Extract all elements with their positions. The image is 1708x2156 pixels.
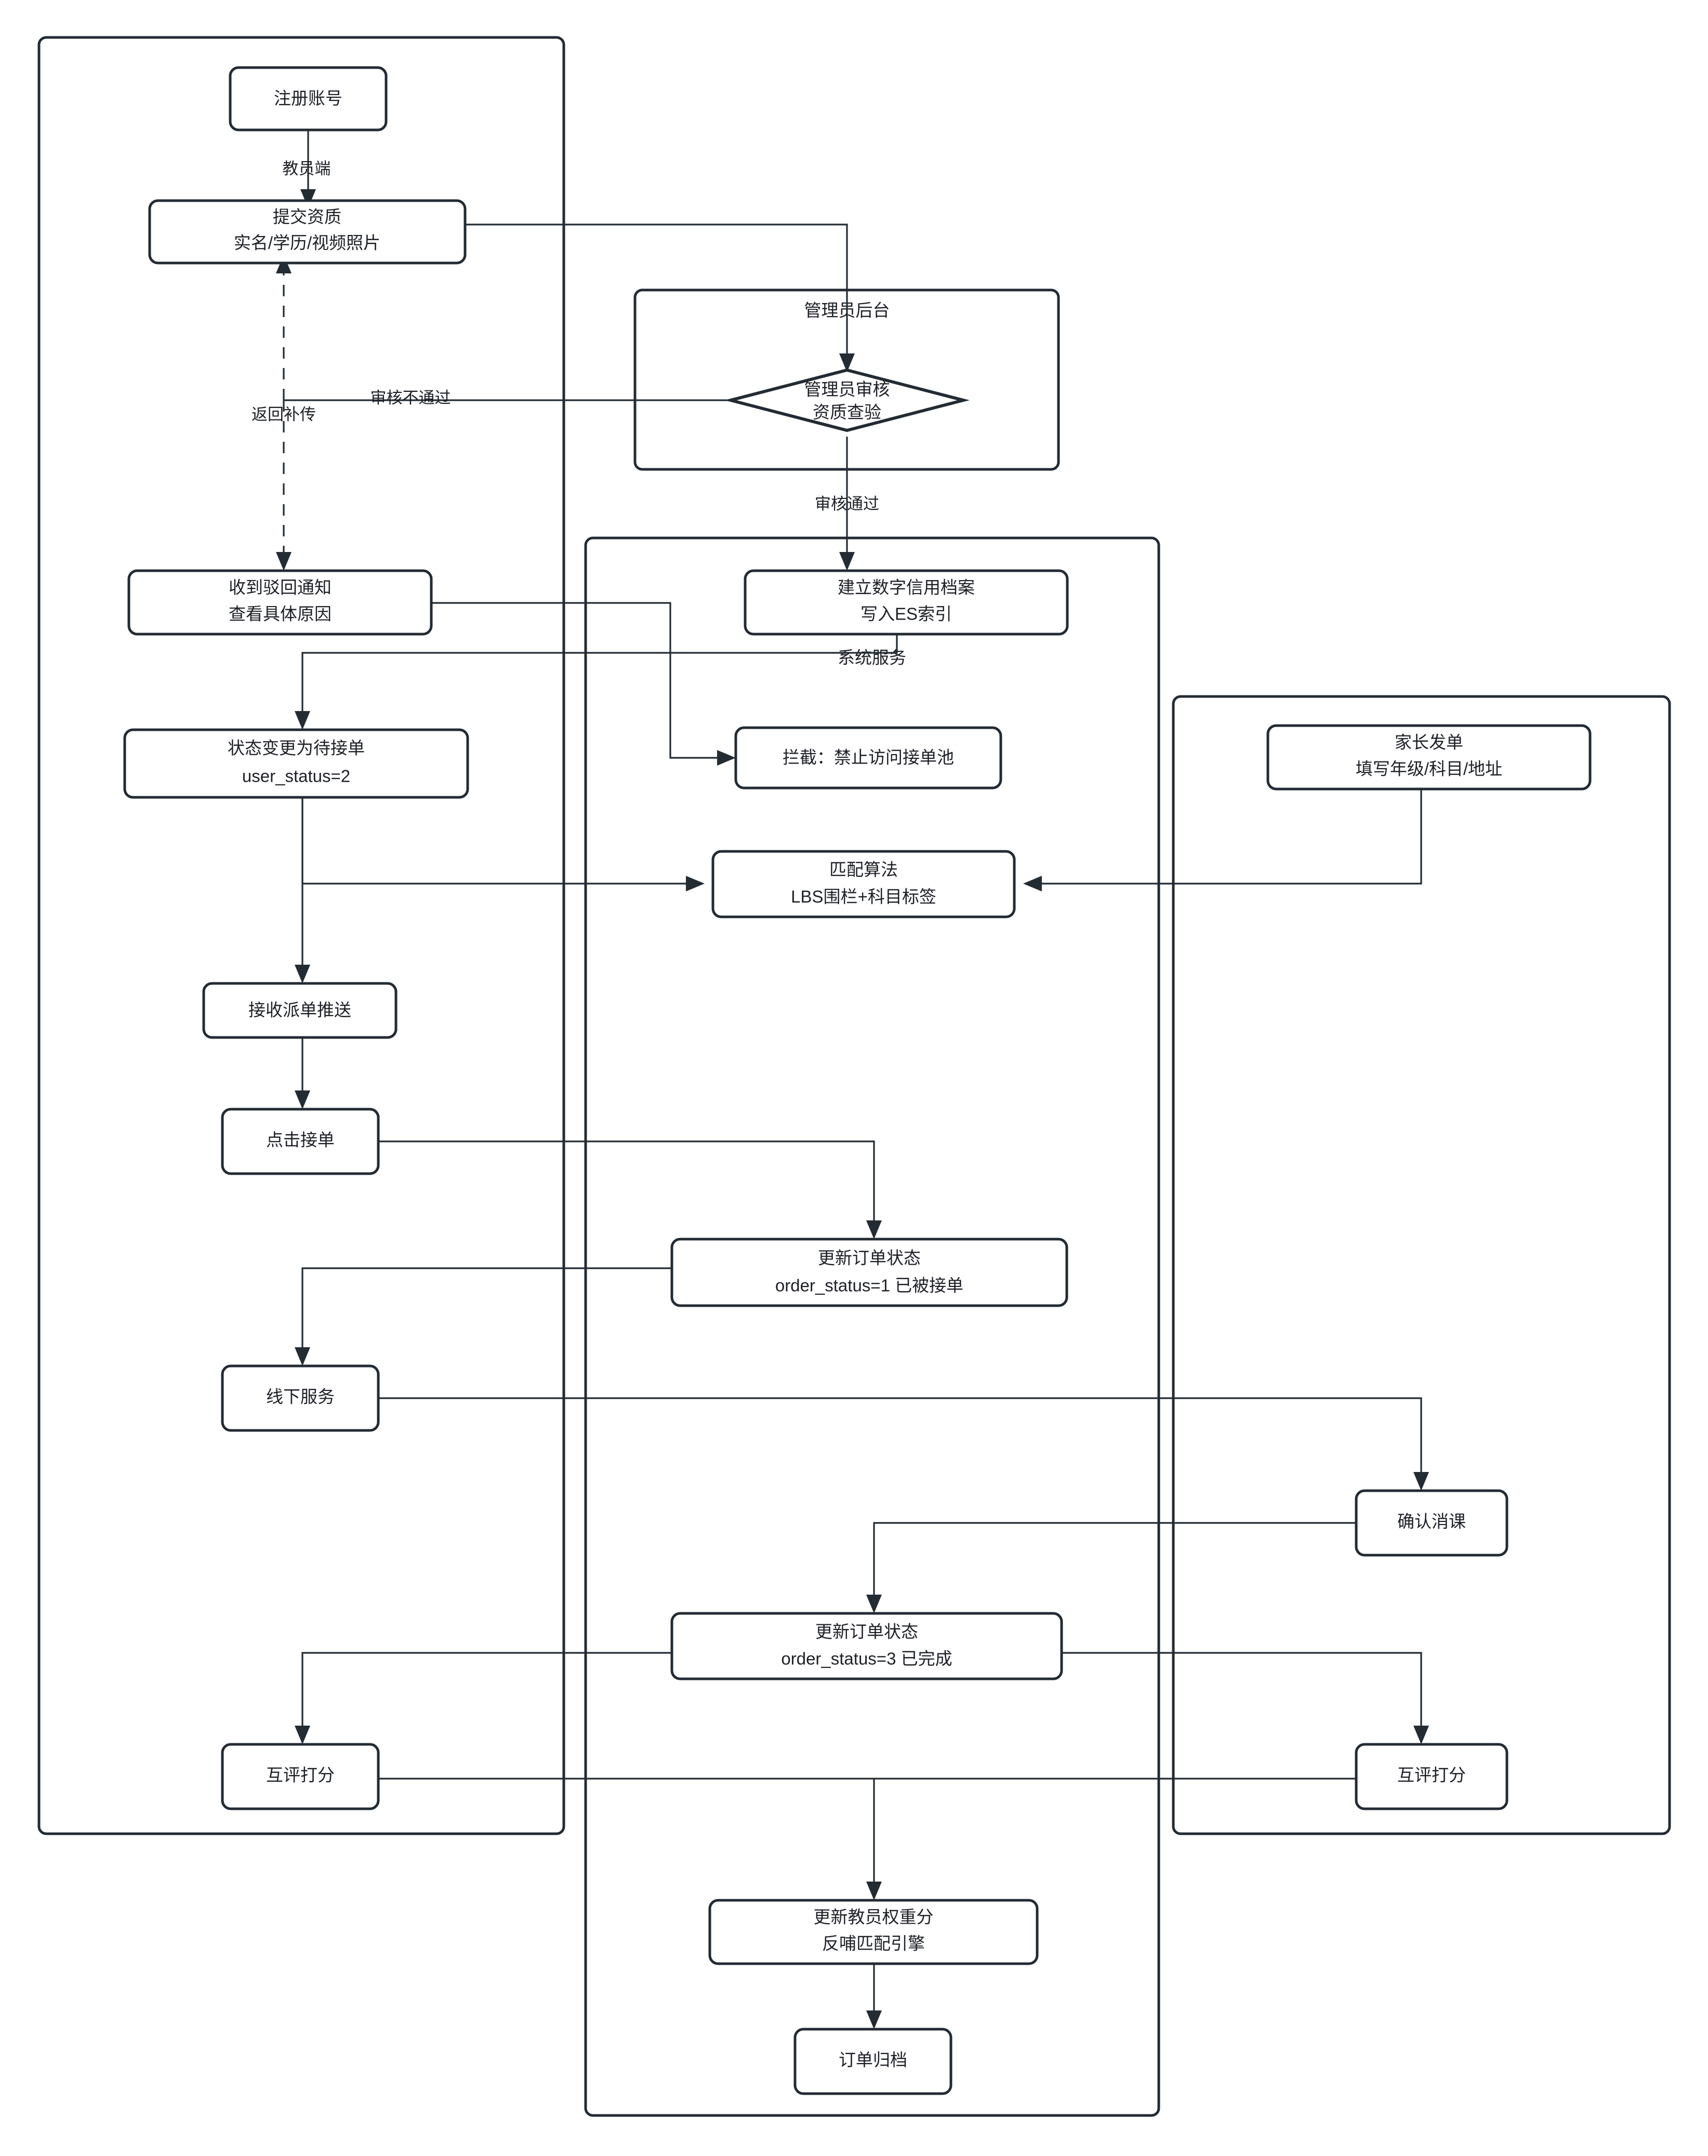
edge-reject-to-intercept — [431, 602, 736, 766]
edge-label-review-pass: 审核通过 — [815, 495, 879, 513]
node-intercept-label-0: 拦截：禁止访问接单池 — [783, 748, 954, 767]
node-click-accept[interactable]: 点击接单 — [221, 1108, 380, 1175]
node-status-pending-label-1: user_status=2 — [242, 767, 350, 786]
edge-accept-to-order1 — [378, 1140, 882, 1239]
node-parent-order[interactable]: 家长发单 填写年级/科目/地址 — [1266, 724, 1592, 791]
node-intercept-box[interactable] — [734, 726, 1002, 790]
group-teacher-border — [37, 36, 565, 1835]
edge-status-to-match — [301, 798, 705, 891]
node-update-weight-label-1: 反哺匹配引擎 — [822, 1934, 925, 1953]
node-click-accept-box[interactable] — [221, 1108, 380, 1175]
node-status-pending-label-0: 状态变更为待接单 — [228, 739, 365, 758]
node-credit-archive-label-1: 写入ES索引 — [860, 604, 952, 624]
node-reject-notice-box[interactable] — [127, 569, 433, 636]
node-register-box[interactable] — [229, 66, 388, 132]
node-order-status-1-label-1: order_status=1 已被接单 — [775, 1276, 963, 1295]
node-confirm-class-box[interactable] — [1355, 1489, 1508, 1557]
node-credit-archive-box[interactable] — [744, 569, 1069, 636]
node-match-algorithm-label-1: LBS围栏+科目标签 — [791, 887, 936, 906]
edge-submit-to-review — [465, 224, 855, 372]
group-system-label: 系统服务 — [838, 648, 906, 667]
node-match-algorithm-label-0: 匹配算法 — [829, 860, 898, 879]
edge-order3-to-rate-teacher — [295, 1652, 672, 1744]
edge-parentorder-to-match — [1023, 789, 1422, 891]
group-teacher — [37, 36, 565, 1835]
node-admin-review-label-1: 资质查验 — [813, 403, 881, 422]
node-update-weight[interactable]: 更新教员权重分 反哺匹配引擎 — [708, 1899, 1039, 1965]
node-credit-archive-label-0: 建立数字信用档案 — [838, 578, 975, 597]
node-rate-parent[interactable]: 互评打分 — [1355, 1743, 1508, 1810]
node-order-status-1[interactable]: 更新订单状态 order_status=1 已被接单 — [670, 1238, 1068, 1307]
node-order-status-3-label-1: order_status=3 已完成 — [781, 1649, 952, 1668]
node-rate-teacher[interactable]: 互评打分 — [221, 1743, 380, 1810]
node-submit-qualification-label-1: 实名/学历/视频照片 — [234, 233, 380, 253]
group-parent-border — [1172, 695, 1671, 1835]
node-match-algorithm[interactable]: 匹配算法 LBS围栏+科目标签 — [711, 850, 1016, 918]
node-confirm-class[interactable]: 确认消课 — [1355, 1489, 1508, 1557]
node-order-archive-label-0: 订单归档 — [839, 2050, 907, 2070]
node-rate-parent-box[interactable] — [1355, 1743, 1508, 1810]
node-admin-review-label-0: 管理员审核 — [804, 380, 890, 399]
node-confirm-class-label-0: 确认消课 — [1397, 1512, 1466, 1531]
node-receive-push-label-0: 接收派单推送 — [248, 1001, 351, 1020]
node-offline-service-box[interactable] — [221, 1364, 380, 1432]
node-rate-teacher-label-0: 互评打分 — [266, 1766, 335, 1785]
node-register-label-0: 注册账号 — [274, 89, 342, 108]
edge-push-to-accept — [295, 1037, 310, 1109]
node-reject-notice-label-1: 查看具体原因 — [229, 604, 332, 624]
edge-archive-to-status — [295, 624, 898, 730]
node-submit-qualification[interactable]: 提交资质 实名/学历/视频照片 — [148, 199, 467, 265]
node-register[interactable]: 注册账号 — [229, 66, 388, 132]
node-match-algorithm-box[interactable] — [711, 850, 1016, 918]
node-order-status-1-label-0: 更新订单状态 — [818, 1248, 921, 1268]
node-offline-service[interactable]: 线下服务 — [221, 1364, 380, 1432]
edge-review-fail-return: 审核不通过 返回补传 — [251, 255, 730, 424]
group-system-border — [584, 536, 1160, 2117]
node-parent-order-box[interactable] — [1266, 724, 1592, 791]
node-status-pending[interactable]: 状态变更为待接单 user_status=2 — [123, 728, 469, 799]
node-parent-order-label-1: 填写年级/科目/地址 — [1356, 759, 1502, 779]
edge-label-teacher-client: 教员端 — [283, 160, 331, 178]
edge-order1-to-offline — [295, 1267, 672, 1366]
node-submit-qualification-label-0: 提交资质 — [273, 207, 341, 227]
edge-label-review-fail: 审核不通过 — [370, 389, 451, 407]
node-admin-review[interactable]: 管理员审核 资质查验 — [724, 368, 970, 432]
node-parent-order-label-0: 家长发单 — [1395, 733, 1463, 752]
edge-register-to-submit: 教员端 — [283, 130, 331, 208]
edge-confirm-to-order3 — [866, 1522, 1356, 1613]
edge-weight-to-archive — [866, 1954, 882, 2029]
node-order-archive-box[interactable] — [793, 2028, 952, 2095]
node-update-weight-box[interactable] — [708, 1899, 1039, 1965]
node-rate-teacher-box[interactable] — [221, 1743, 380, 1810]
node-admin-review-diamond[interactable] — [724, 368, 970, 432]
node-order-archive[interactable]: 订单归档 — [793, 2028, 952, 2095]
group-parent — [1172, 695, 1671, 1835]
node-receive-push[interactable]: 接收派单推送 — [202, 982, 398, 1039]
node-update-weight-label-0: 更新教员权重分 — [814, 1908, 934, 1927]
node-order-status-1-box[interactable] — [670, 1238, 1068, 1307]
node-intercept[interactable]: 拦截：禁止访问接单池 — [734, 726, 1002, 790]
group-system: 系统服务 — [584, 536, 1160, 2117]
node-click-accept-label-0: 点击接单 — [266, 1130, 335, 1150]
edge-review-pass: 审核通过 — [815, 437, 879, 571]
edge-order3-to-rate-parent — [1060, 1652, 1429, 1744]
node-status-pending-box[interactable] — [123, 728, 469, 799]
node-submit-qualification-box[interactable] — [148, 199, 467, 265]
node-reject-notice-label-0: 收到驳回通知 — [229, 578, 332, 597]
edge-rate-teacher-to-weight — [378, 1778, 882, 1900]
node-order-status-3-label-0: 更新订单状态 — [815, 1622, 918, 1641]
node-order-status-3[interactable]: 更新订单状态 order_status=3 已完成 — [670, 1612, 1063, 1680]
node-credit-archive[interactable]: 建立数字信用档案 写入ES索引 — [744, 569, 1069, 636]
node-offline-service-label-0: 线下服务 — [266, 1387, 335, 1406]
node-reject-notice[interactable]: 收到驳回通知 查看具体原因 — [127, 569, 433, 636]
node-order-status-3-box[interactable] — [670, 1612, 1063, 1680]
node-receive-push-box[interactable] — [202, 982, 398, 1039]
edge-status-to-push — [295, 798, 310, 983]
edge-offline-to-confirm — [378, 1397, 1429, 1491]
node-rate-parent-label-0: 互评打分 — [1397, 1766, 1466, 1785]
edge-review-fail-to-reject — [276, 400, 292, 571]
